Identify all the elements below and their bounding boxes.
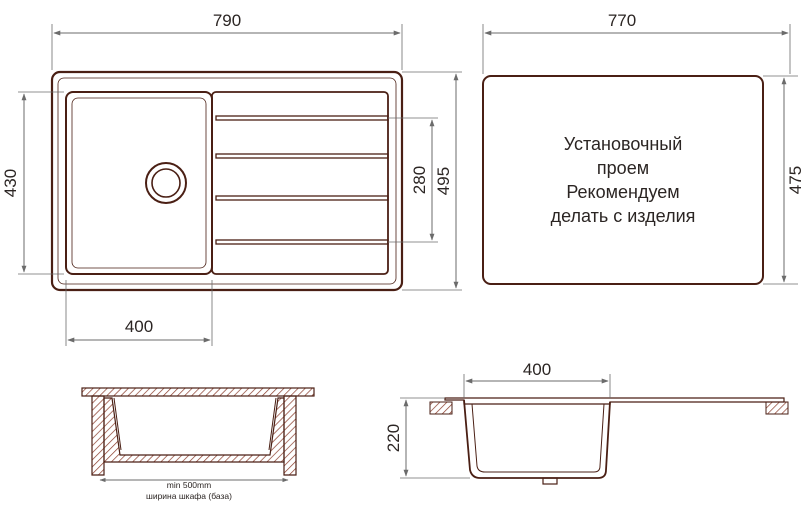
section-view: 400 220	[384, 360, 789, 485]
cutout-note-line-3: Рекомендуем	[566, 182, 679, 202]
cabinet-width-label: ширина шкафа (база)	[146, 491, 232, 501]
sink-inner-rim	[57, 77, 397, 285]
top-view: 790 430 280 495 400	[1, 11, 462, 346]
bowl-section	[463, 399, 611, 479]
dim-400-top-label: 400	[125, 317, 153, 336]
cutout-note-line-1: Установочный	[564, 134, 683, 154]
countertop-lip	[81, 387, 315, 397]
bowl-profile	[103, 397, 285, 463]
dim-220-label: 220	[384, 424, 403, 452]
cutout-view: 770 475 Установочный проем Рекомендуем д…	[482, 11, 805, 285]
side-view: min 500mm ширина шкафа (база)	[81, 387, 315, 501]
sink-outline	[50, 70, 404, 292]
drainboard-grooves	[215, 115, 389, 245]
dim-790-label: 790	[213, 11, 241, 30]
dim-475-label: 475	[786, 166, 805, 194]
cutout-outline	[482, 75, 764, 285]
dim-770-label: 770	[608, 11, 636, 30]
dim-280-label: 280	[410, 166, 429, 194]
cutout-note-line-4: делать с изделия	[551, 206, 696, 226]
dim-430-label: 430	[1, 169, 20, 197]
bowl-inner	[71, 97, 207, 269]
bowl-section-inner	[471, 403, 605, 473]
dim-400-section-label: 400	[523, 360, 551, 379]
cabinet-right-wall	[283, 395, 297, 476]
countertop-right	[765, 401, 789, 415]
bowl-outline	[65, 91, 213, 275]
cabinet-left-wall	[91, 395, 105, 476]
drain-hole-inner	[151, 168, 181, 198]
sink-rim	[444, 397, 785, 405]
cutout-note-line-2: проем	[597, 158, 649, 178]
drain-hole	[145, 162, 187, 204]
dim-495-label: 495	[434, 167, 453, 195]
drain-stub	[542, 477, 558, 485]
drainboard-outline	[211, 91, 389, 275]
countertop-left	[429, 401, 453, 415]
min-width-label: min 500mm	[167, 480, 211, 490]
